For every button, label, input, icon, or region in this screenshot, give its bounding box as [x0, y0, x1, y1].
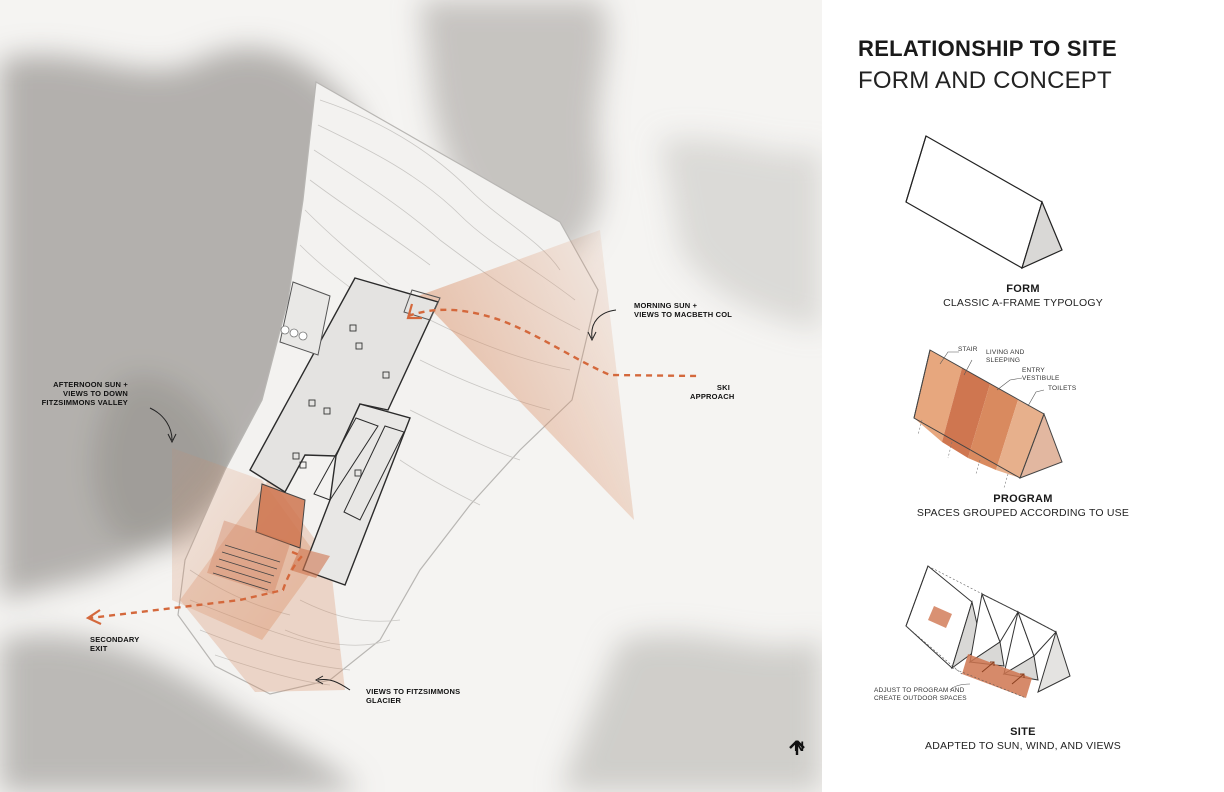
concept-panel: RELATIONSHIP TO SITE FORM AND CONCEPT FO…	[822, 0, 1224, 792]
program-heading: PROGRAM	[993, 493, 1053, 505]
glacier-views-label: VIEWS TO FITZSIMMONS GLACIER	[366, 687, 461, 705]
ski-approach-label: SKI APPROACH	[690, 383, 735, 401]
program-diagram	[913, 349, 1063, 489]
form-diagram	[905, 135, 1063, 270]
form-heading: FORM	[1006, 283, 1040, 295]
entry-vestibule-label: ENTRY VESTIBULE	[1022, 367, 1060, 382]
terrain-haze	[0, 0, 822, 792]
afternoon-sun-cone	[172, 448, 320, 640]
morning-sun-cone	[418, 230, 634, 520]
program-description: SPACES GROUPED ACCORDING TO USE	[916, 507, 1130, 519]
form-caption: FORM CLASSIC A-FRAME TYPOLOGY	[822, 283, 1224, 309]
afternoon-sun-label: AFTERNOON SUN + VIEWS TO DOWN FITZSIMMON…	[41, 380, 128, 407]
north-indicator: N	[788, 738, 810, 755]
north-arrow-icon	[789, 740, 805, 755]
page-subtitle: FORM AND CONCEPT	[858, 67, 1112, 94]
site-caption: SITE ADAPTED TO SUN, WIND, AND VIEWS	[822, 726, 1224, 752]
glacier-view-cone	[180, 478, 345, 692]
site-description: ADAPTED TO SUN, WIND, AND VIEWS	[924, 740, 1121, 752]
ski-approach-path	[407, 308, 701, 378]
annotation-arrows	[149, 309, 617, 691]
page-title: RELATIONSHIP TO SITE	[858, 36, 1118, 61]
stair-label: STAIR	[958, 346, 978, 353]
program-caption: PROGRAM SPACES GROUPED ACCORDING TO USE	[822, 493, 1224, 519]
site-note-label: ADJUST TO PROGRAM AND CREATE OUTDOOR SPA…	[874, 687, 967, 702]
site-heading: SITE	[1010, 726, 1036, 738]
living-sleeping-label: LIVING AND SLEEPING	[986, 349, 1025, 364]
morning-sun-label: MORNING SUN + VIEWS TO MACBETH COL	[634, 301, 733, 319]
building-footprint	[207, 277, 441, 595]
site-concept-diagram	[905, 565, 1071, 699]
site-plan-panel: MORNING SUN + VIEWS TO MACBETH COL SKI A…	[0, 0, 822, 792]
north-letter: N	[793, 738, 805, 754]
secondary-exit-label: SECONDARY EXIT	[90, 635, 140, 653]
toilets-label: TOILETS	[1048, 385, 1077, 392]
form-description: CLASSIC A-FRAME TYPOLOGY	[943, 297, 1103, 309]
exit-arrowhead	[85, 609, 102, 625]
entry-arrowhead	[406, 303, 422, 320]
site-plan-drawing	[0, 0, 822, 792]
secondary-exit-path	[89, 550, 305, 620]
